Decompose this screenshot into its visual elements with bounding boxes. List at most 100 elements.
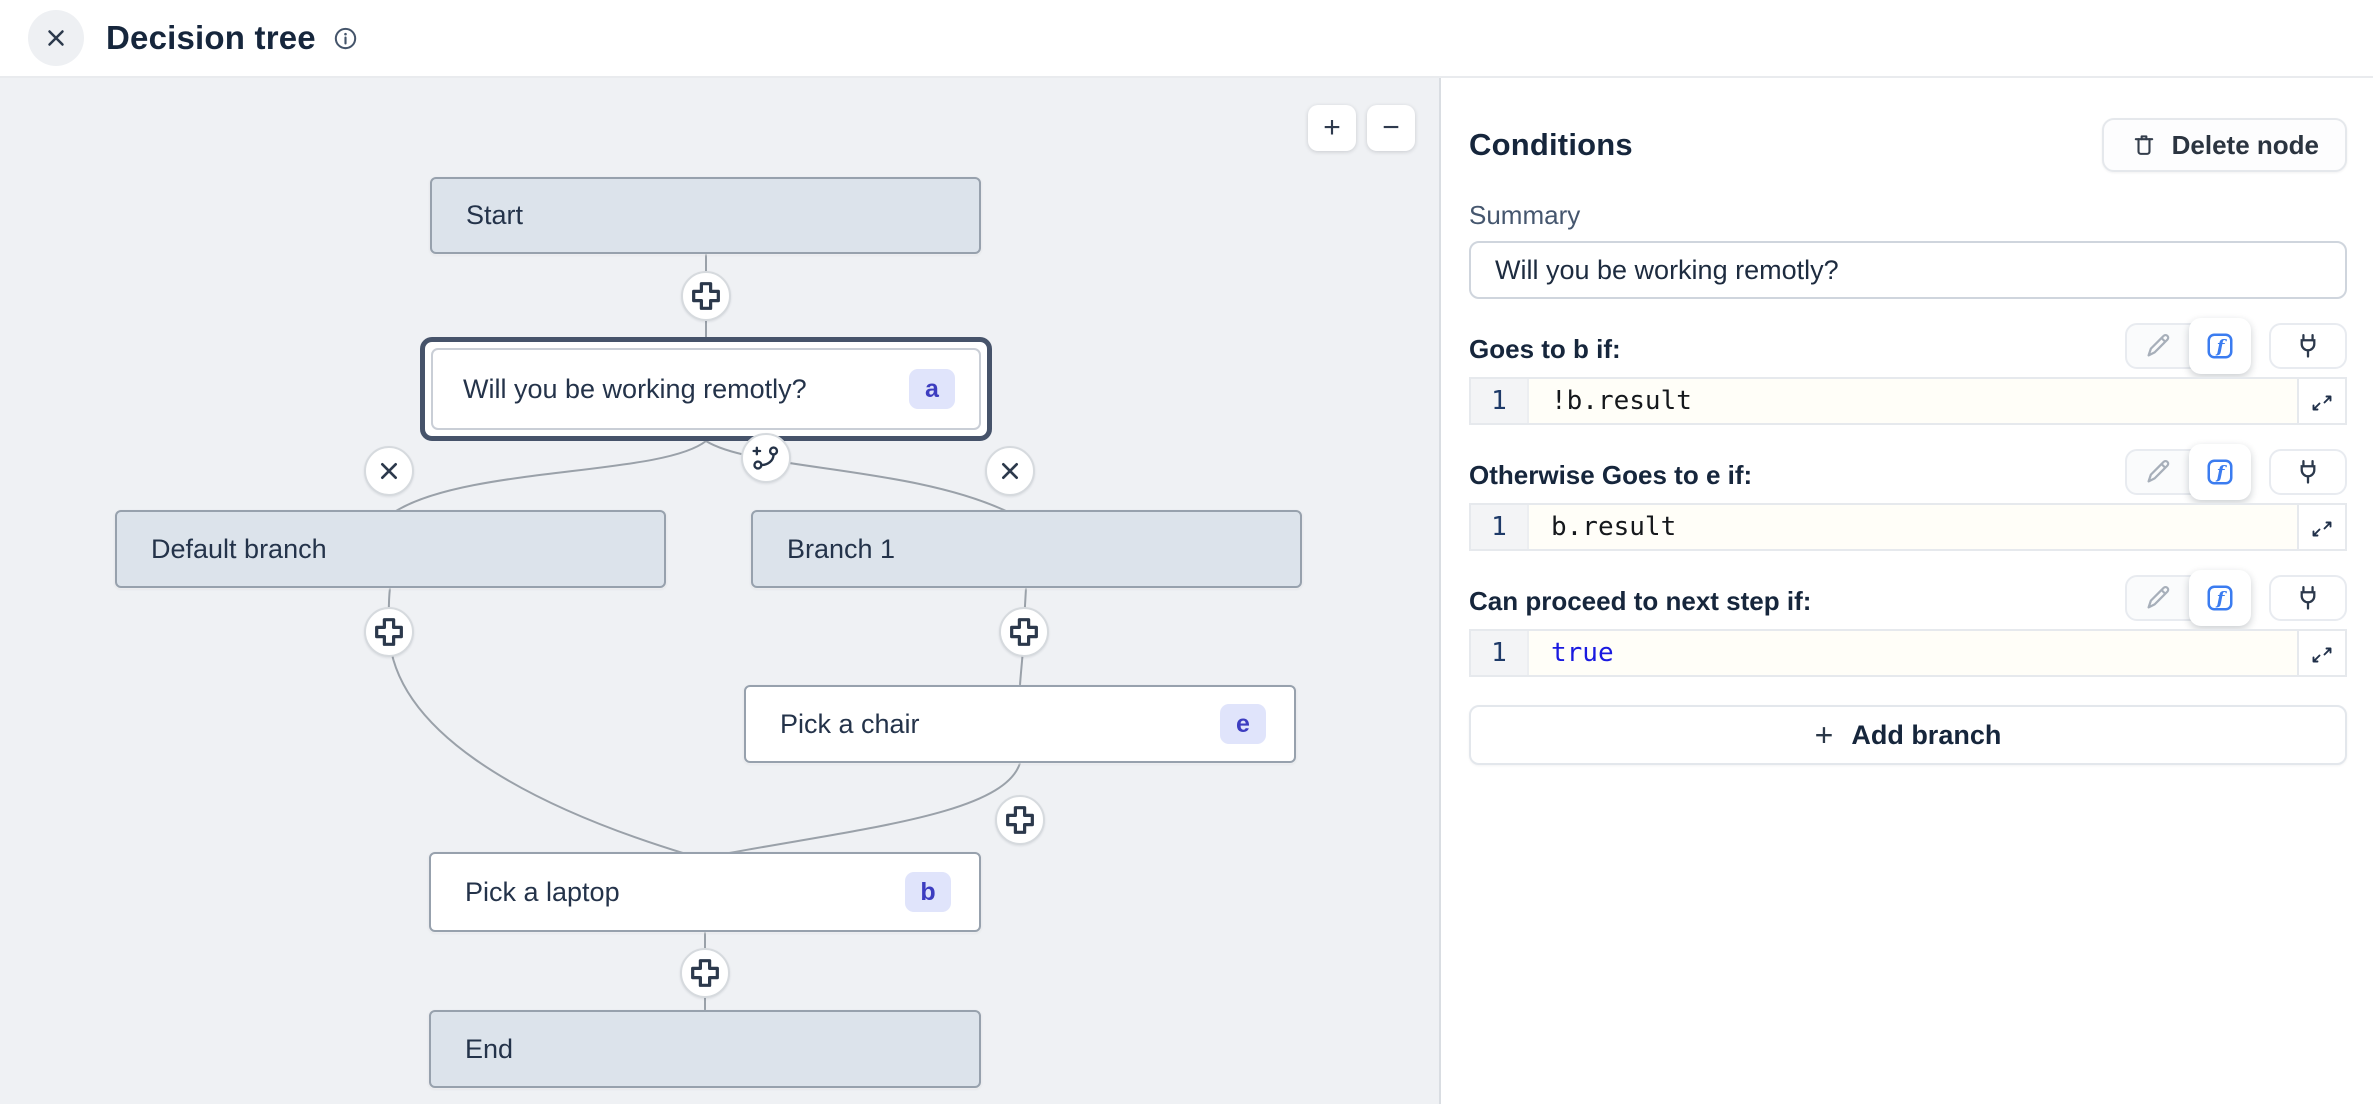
- node-pick-laptop[interactable]: Pick a laptop b: [429, 852, 981, 932]
- expand-icon: [2312, 521, 2332, 537]
- insert-node-handle-4[interactable]: [995, 795, 1045, 845]
- node-question-selected[interactable]: Will you be working remotly? a: [420, 337, 992, 441]
- insert-node-handle-5[interactable]: [680, 948, 730, 998]
- plus-icon: [1010, 618, 1038, 646]
- branch-fork-icon: [752, 446, 779, 470]
- pencil-icon: [2147, 585, 2170, 609]
- info-icon[interactable]: [332, 25, 359, 52]
- connector-button[interactable]: [2269, 575, 2347, 621]
- zoom-in-button[interactable]: +: [1308, 105, 1356, 151]
- condition-block-3: Can proceed to next step if: f: [1469, 570, 2347, 677]
- plug-icon: [2300, 334, 2316, 358]
- insert-node-handle-2[interactable]: [364, 607, 414, 657]
- expand-icon: [2312, 647, 2332, 663]
- line-number: 1: [1471, 631, 1529, 675]
- plus-icon: +: [1814, 716, 1834, 753]
- editor-mode-toggle: f: [2125, 444, 2251, 500]
- node-question-inner: Will you be working remotly? a: [431, 348, 981, 430]
- x-icon: [1002, 463, 1018, 479]
- svg-text:f: f: [2215, 588, 2228, 609]
- plain-text-mode-button[interactable]: [2127, 325, 2189, 367]
- condition-label: Can proceed to next step if:: [1469, 586, 1812, 616]
- insert-node-handle-3[interactable]: [999, 607, 1049, 657]
- node-branch-1-label: Branch 1: [787, 533, 896, 564]
- edge-question-branch1: [705, 440, 1007, 512]
- line-number: 1: [1471, 379, 1529, 423]
- connector-button[interactable]: [2269, 323, 2347, 369]
- formula-icon: f: [2207, 585, 2233, 611]
- plug-icon: [2300, 460, 2316, 484]
- edge-question-default: [395, 440, 707, 512]
- zoom-out-button[interactable]: −: [1367, 105, 1415, 151]
- node-end-label: End: [465, 1033, 514, 1064]
- close-button[interactable]: [28, 10, 84, 66]
- expand-editor-button[interactable]: [2297, 379, 2345, 423]
- expand-editor-button[interactable]: [2297, 631, 2345, 675]
- node-start-label: Start: [466, 200, 524, 230]
- titlebar: Decision tree: [0, 0, 2373, 78]
- summary-input[interactable]: [1469, 241, 2347, 299]
- expand-icon: [2312, 395, 2332, 411]
- code-editor[interactable]: 1 !b.result: [1469, 377, 2347, 425]
- delete-branch-left-handle[interactable]: [364, 446, 414, 496]
- formula-mode-button[interactable]: f: [2189, 444, 2251, 500]
- delete-branch-right-handle[interactable]: [985, 446, 1035, 496]
- condition-block-1: Goes to b if: f: [1469, 318, 2347, 425]
- formula-icon: f: [2207, 333, 2233, 359]
- node-end[interactable]: End: [429, 1010, 981, 1088]
- plain-text-mode-button[interactable]: [2127, 577, 2189, 619]
- delete-node-label: Delete node: [2171, 129, 2319, 160]
- condition-block-2: Otherwise Goes to e if: f: [1469, 444, 2347, 551]
- x-icon: [381, 463, 397, 479]
- code-content[interactable]: true: [1551, 638, 1614, 668]
- node-default-branch-label: Default branch: [151, 533, 327, 564]
- editor-mode-toggle: f: [2125, 318, 2251, 374]
- connector-button[interactable]: [2269, 449, 2347, 495]
- add-branch-button[interactable]: + Add branch: [1469, 705, 2347, 765]
- editor-mode-toggle: f: [2125, 570, 2251, 626]
- svg-text:f: f: [2215, 462, 2228, 483]
- plus-icon: [1006, 806, 1034, 834]
- delete-node-button[interactable]: Delete node: [2101, 118, 2347, 172]
- formula-icon: f: [2207, 459, 2233, 485]
- condition-label: Otherwise Goes to e if:: [1469, 460, 1753, 490]
- page-title: Decision tree: [106, 19, 316, 56]
- code-content[interactable]: !b.result: [1551, 386, 1692, 416]
- plus-icon: [692, 282, 720, 310]
- node-start[interactable]: Start: [430, 177, 981, 254]
- svg-text:f: f: [2215, 336, 2228, 357]
- add-branch-label: Add branch: [1851, 719, 2002, 750]
- code-editor[interactable]: 1 true: [1469, 629, 2347, 677]
- expand-editor-button[interactable]: [2297, 505, 2345, 549]
- add-branch-handle[interactable]: [741, 433, 791, 483]
- summary-label: Summary: [1469, 200, 1581, 230]
- node-pick-chair[interactable]: Pick a chair e: [744, 685, 1296, 763]
- pencil-icon: [2147, 459, 2170, 483]
- insert-node-handle-1[interactable]: [681, 271, 731, 321]
- workspace: Start Will you be working remotly? a Def…: [0, 78, 2373, 1104]
- code-editor[interactable]: 1 b.result: [1469, 503, 2347, 551]
- condition-label: Goes to b if:: [1469, 334, 1621, 364]
- pencil-icon: [2147, 333, 2170, 357]
- node-pick-chair-badge: e: [1220, 704, 1266, 744]
- plus-icon: [375, 618, 403, 646]
- code-content[interactable]: b.result: [1551, 512, 1677, 542]
- node-pick-laptop-badge: b: [905, 872, 951, 912]
- panel-title: Conditions: [1469, 127, 1633, 162]
- formula-mode-button[interactable]: f: [2189, 318, 2251, 374]
- trash-icon: [2134, 135, 2153, 155]
- node-pick-laptop-label: Pick a laptop: [465, 876, 620, 907]
- zoom-controls: + −: [1308, 105, 1415, 151]
- edge-default-laptop: [387, 587, 687, 855]
- node-branch-1[interactable]: Branch 1: [751, 510, 1302, 588]
- plus-icon: [691, 959, 719, 987]
- conditions-panel: Conditions Delete node Summary Goes to b…: [1441, 78, 2371, 1104]
- flow-canvas[interactable]: Start Will you be working remotly? a Def…: [0, 78, 1441, 1104]
- node-question-label: Will you be working remotly?: [463, 373, 807, 404]
- line-number: 1: [1471, 505, 1529, 549]
- node-default-branch[interactable]: Default branch: [115, 510, 666, 588]
- formula-mode-button[interactable]: f: [2189, 570, 2251, 626]
- plug-icon: [2300, 586, 2316, 610]
- node-question-badge: a: [909, 369, 955, 409]
- plain-text-mode-button[interactable]: [2127, 451, 2189, 493]
